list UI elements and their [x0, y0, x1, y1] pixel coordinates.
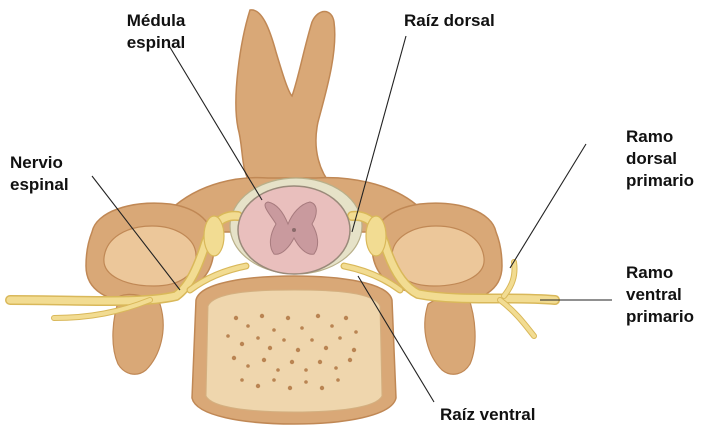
- label-raiz-ventral: Raíz ventral: [440, 404, 535, 426]
- central-canal: [292, 228, 296, 232]
- right-articular-facet: [392, 226, 484, 286]
- label-ramo-ventral-primario: Ramo ventral primario: [626, 262, 694, 328]
- spinous-process: [236, 10, 335, 186]
- left-dorsal-root-ganglion: [204, 216, 224, 256]
- label-nervio-espinal: Nervio espinal: [10, 152, 69, 196]
- left-articular-facet: [104, 226, 196, 286]
- right-inferior-process: [425, 294, 475, 374]
- label-ramo-dorsal-primario: Ramo dorsal primario: [626, 126, 694, 192]
- label-medula-espinal: Médula espinal: [96, 10, 216, 54]
- label-raiz-dorsal: Raíz dorsal: [404, 10, 495, 32]
- right-dorsal-root-ganglion: [366, 216, 386, 256]
